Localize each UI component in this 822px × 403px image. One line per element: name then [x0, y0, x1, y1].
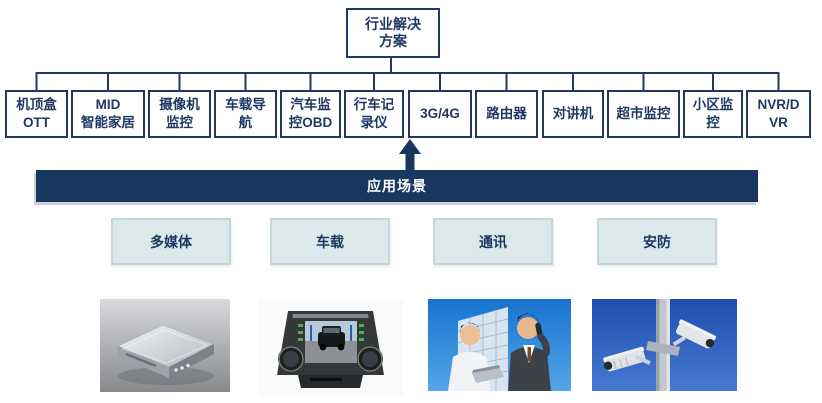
- camera-lower: [603, 346, 651, 372]
- node-label: 机顶盒 OTT: [16, 97, 57, 130]
- banner-label: 应用场景: [367, 178, 427, 194]
- node-car-navigation: 车载导 航: [214, 90, 277, 138]
- person-right: [508, 313, 551, 391]
- node-mid-smart-home: MID 智能家居: [71, 90, 145, 138]
- category-label: 车载: [316, 233, 344, 250]
- node-label: NVR/D VR: [757, 97, 800, 130]
- node-dash-cam: 行车记 录仪: [344, 90, 404, 138]
- node-label: 对讲机: [552, 106, 594, 122]
- node-label: 超市监控: [616, 106, 671, 122]
- node-label: 3G/4G: [420, 106, 460, 122]
- cctv-cameras-photo: [592, 299, 737, 391]
- category-label: 多媒体: [150, 233, 192, 250]
- node-car-obd-monitor: 汽车监 控OBD: [280, 90, 341, 138]
- category-label: 安防: [643, 233, 671, 250]
- node-set-top-box-ott: 机顶盒 OTT: [5, 90, 68, 138]
- node-nvr-dvr: NVR/D VR: [746, 90, 811, 138]
- car-head-unit-photo: [258, 299, 403, 396]
- node-label: 汽车监 控OBD: [288, 97, 333, 130]
- node-3g-4g: 3G/4G: [408, 90, 472, 138]
- category-label: 通讯: [479, 233, 507, 250]
- node-label: 行车记 录仪: [353, 97, 395, 130]
- node-label: MID 智能家居: [81, 97, 135, 130]
- node-camera-surveillance: 摄像机 监控: [148, 90, 211, 138]
- root-node-label: 行业解决 方案: [365, 15, 421, 50]
- root-node: 行业解决 方案: [346, 8, 440, 58]
- node-label: 车载导 航: [225, 97, 266, 130]
- application-scenarios-banner: 应用场景: [36, 170, 758, 202]
- node-intercom: 对讲机: [542, 90, 604, 138]
- category-communication: 通讯: [433, 218, 553, 265]
- set-top-box-photo: [100, 299, 230, 392]
- node-community-surveillance: 小区监 控: [683, 90, 743, 138]
- node-label: 路由器: [486, 106, 527, 122]
- node-supermarket-surveillance: 超市监控: [607, 90, 680, 138]
- node-label: 小区监 控: [692, 97, 734, 130]
- node-label: 摄像机 监控: [159, 97, 200, 130]
- up-arrow-icon: [399, 139, 421, 171]
- camera-upper: [672, 319, 716, 349]
- category-multimedia: 多媒体: [111, 218, 231, 265]
- node-router: 路由器: [475, 90, 538, 138]
- person-left: [448, 322, 504, 391]
- category-security: 安防: [597, 218, 717, 265]
- category-vehicle: 车载: [270, 218, 390, 265]
- business-call-photo: [428, 299, 571, 391]
